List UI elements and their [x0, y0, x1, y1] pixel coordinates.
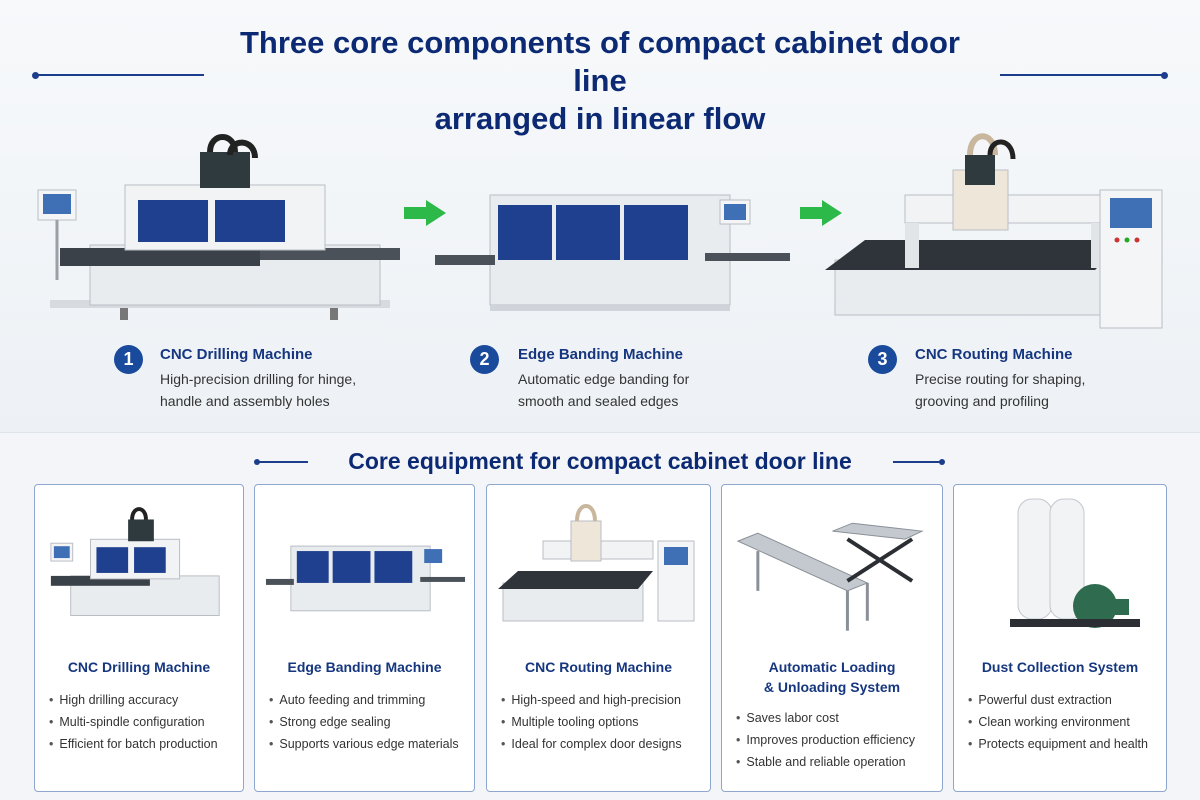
list-item: High-speed and high-precision — [501, 689, 682, 711]
step-desc-1-line2: handle and assembly holes — [160, 393, 330, 409]
feature-list: Saves labor cost Improves production eff… — [736, 707, 915, 773]
list-item: Multiple tooling options — [501, 711, 682, 733]
card-title: CNC Drilling Machine — [35, 657, 243, 677]
edge-banding-thumbnail — [265, 545, 466, 612]
decor-line-left — [36, 74, 204, 76]
page-title-line2: arranged in linear flow — [434, 101, 766, 136]
equipment-card-edge-banding: Edge Banding Machine Auto feeding and tr… — [254, 484, 475, 792]
list-item: Stable and reliable operation — [736, 751, 915, 773]
section-title: Core equipment for compact cabinet door … — [348, 448, 852, 474]
section-divider — [0, 432, 1200, 433]
decor-line-section-left — [258, 461, 308, 463]
dust-collector-thumbnail — [1010, 498, 1140, 628]
step-desc-2-line1: Automatic edge banding for — [518, 371, 690, 387]
feature-list: High-speed and high-precision Multiple t… — [501, 689, 682, 755]
card-title-line1: Automatic Loading — [768, 659, 896, 675]
card-title: CNC Routing Machine — [487, 657, 710, 677]
list-item: Saves labor cost — [736, 707, 915, 729]
step-number-2: 2 — [470, 345, 499, 374]
decor-dot-right — [1161, 72, 1168, 79]
cnc-drilling-machine-image — [37, 134, 400, 320]
step-desc-1: High-precision drilling for hinge, handl… — [160, 368, 380, 412]
list-item: Efficient for batch production — [49, 733, 217, 755]
list-item: Clean working environment — [968, 711, 1148, 733]
list-item: Protects equipment and health — [968, 733, 1148, 755]
card-title: Dust Collection System — [954, 657, 1166, 677]
step-desc-2: Automatic edge banding for smooth and se… — [518, 368, 738, 412]
list-item: Supports various edge materials — [269, 733, 458, 755]
card-title: Automatic Loading & Unloading System — [722, 657, 942, 697]
arrow-right-icon — [800, 200, 842, 226]
decor-dot-left — [32, 72, 39, 79]
card-title: Edge Banding Machine — [255, 657, 474, 677]
page-title: Three core components of compact cabinet… — [210, 24, 990, 138]
list-item: Multi-spindle configuration — [49, 711, 218, 733]
card-title-line1: CNC Routing Machine — [525, 659, 672, 675]
card-title-line2: & Unloading System — [763, 679, 901, 695]
cnc-routing-thumbnail — [498, 504, 695, 622]
equipment-card-cnc-routing: CNC Routing Machine High-speed and high-… — [486, 484, 711, 792]
list-item: Auto feeding and trimming — [269, 689, 459, 711]
step-desc-3-line2: grooving and profiling — [915, 393, 1049, 409]
roller-conveyor-thumbnail — [736, 522, 924, 631]
step-desc-3: Precise routing for shaping, grooving an… — [915, 368, 1135, 412]
list-item: Improves production efficiency — [736, 729, 915, 751]
card-title-line1: CNC Drilling Machine — [67, 659, 211, 675]
step-desc-2-line2: smooth and sealed edges — [518, 393, 679, 409]
step-number-1: 1 — [114, 345, 143, 374]
feature-list: Powerful dust extraction Clean working e… — [968, 689, 1148, 755]
step-desc-3-line1: Precise routing for shaping, — [915, 371, 1086, 387]
card-title-line1: Edge Banding Machine — [287, 659, 442, 675]
list-item: High drilling accuracy — [49, 689, 218, 711]
arrow-right-icon — [404, 200, 446, 226]
page-title-line1: Three core components of compact cabinet… — [239, 25, 960, 98]
feature-list: Auto feeding and trimming Strong edge se… — [269, 689, 459, 755]
equipment-card-loading-unloading: Automatic Loading & Unloading System Sav… — [721, 484, 943, 792]
step-title-3: CNC Routing Machine — [915, 346, 1073, 363]
list-item: Strong edge sealing — [269, 711, 459, 733]
equipment-card-dust-collection: Dust Collection System Powerful dust ext… — [953, 484, 1167, 792]
edge-banding-machine-image — [435, 194, 790, 311]
list-item: Powerful dust extraction — [968, 689, 1148, 711]
cnc-drilling-thumbnail — [50, 507, 220, 616]
feature-list: High drilling accuracy Multi-spindle con… — [49, 689, 218, 755]
card-title-line1: Dust Collection System — [981, 659, 1139, 675]
decor-dot-section-left — [254, 459, 260, 465]
cnc-routing-machine-image — [825, 133, 1163, 329]
decor-line-section-right — [893, 461, 943, 463]
step-title-2: Edge Banding Machine — [518, 346, 684, 363]
decor-line-right — [1000, 74, 1164, 76]
step-desc-1-line1: High-precision drilling for hinge, — [160, 371, 357, 387]
step-number-3: 3 — [868, 345, 897, 374]
list-item: Ideal for complex door designs — [501, 733, 681, 755]
step-title-1: CNC Drilling Machine — [160, 346, 313, 363]
equipment-card-cnc-drilling: CNC Drilling Machine High drilling accur… — [34, 484, 244, 792]
